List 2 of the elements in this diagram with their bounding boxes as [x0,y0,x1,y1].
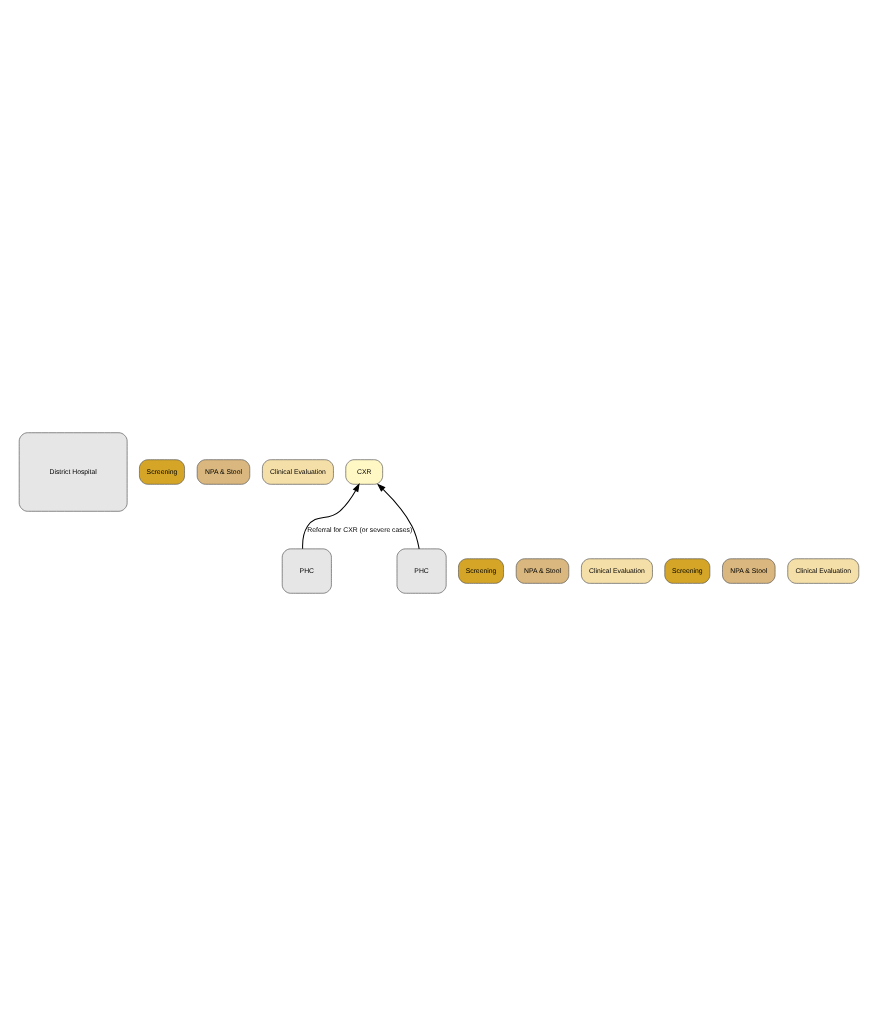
arrow [302,483,360,550]
arrow [376,483,420,550]
